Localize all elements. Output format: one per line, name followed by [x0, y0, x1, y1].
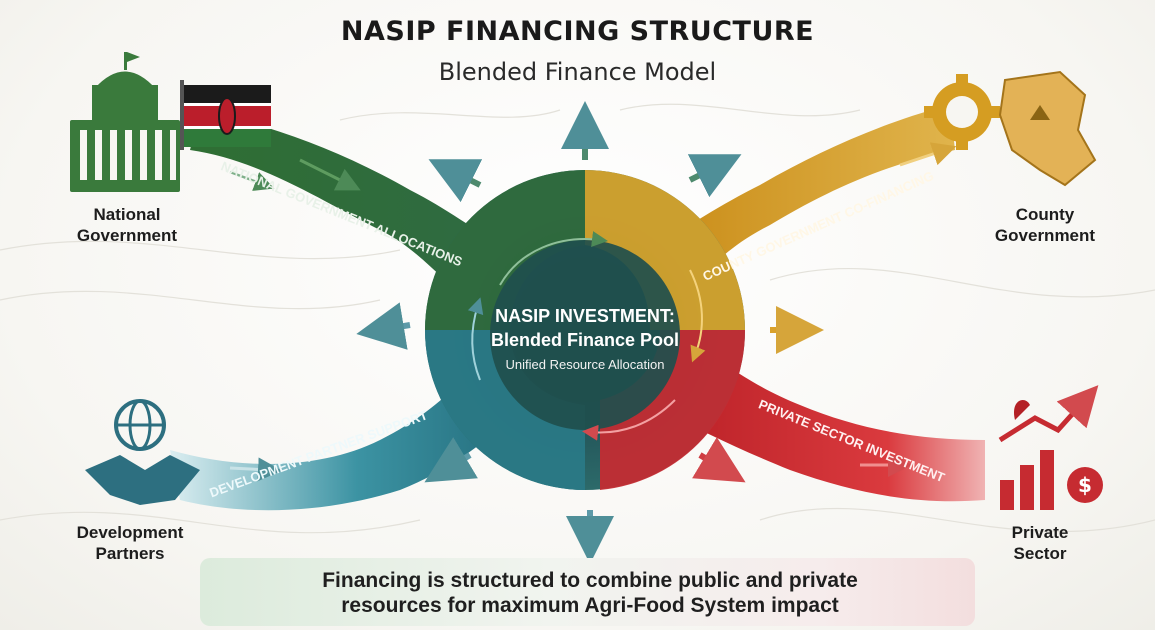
flow-band-national: [190, 110, 520, 300]
background-landscape: [0, 103, 1155, 534]
actor-label-national: National Government: [76, 205, 178, 245]
center-subtitle: Unified Resource Allocation: [505, 357, 665, 372]
kenya-flag-icon: [180, 80, 271, 150]
svg-text:$: $: [1078, 473, 1092, 497]
flow-band-private: [660, 340, 985, 502]
blended-finance-pool: [425, 170, 746, 490]
government-building-icon: [70, 52, 180, 192]
center-title-line1: NASIP INVESTMENT:: [495, 306, 675, 326]
actor-label-development: Development Partners: [76, 523, 184, 563]
page-subtitle: Blended Finance Model: [438, 58, 717, 86]
globe-handshake-icon: [85, 399, 200, 505]
actor-label-private: Private Sector: [1011, 523, 1069, 563]
page-title: NASIP FINANCING STRUCTURE: [340, 16, 815, 47]
center-title-line2: Blended Finance Pool: [490, 330, 680, 350]
kenya-map-gear-icon: [924, 70, 1097, 187]
footer-banner: [200, 558, 975, 626]
flow-band-county: [650, 105, 957, 300]
center-title: NASIP INVESTMENT: Blended Finance Pool: [440, 304, 730, 352]
growth-chart-dollar-icon: $: [998, 385, 1103, 510]
actor-label-county: County Government: [994, 205, 1096, 245]
footer-text: Financing is structured to combine publi…: [322, 569, 858, 617]
outflow-arrows: [356, 101, 824, 564]
